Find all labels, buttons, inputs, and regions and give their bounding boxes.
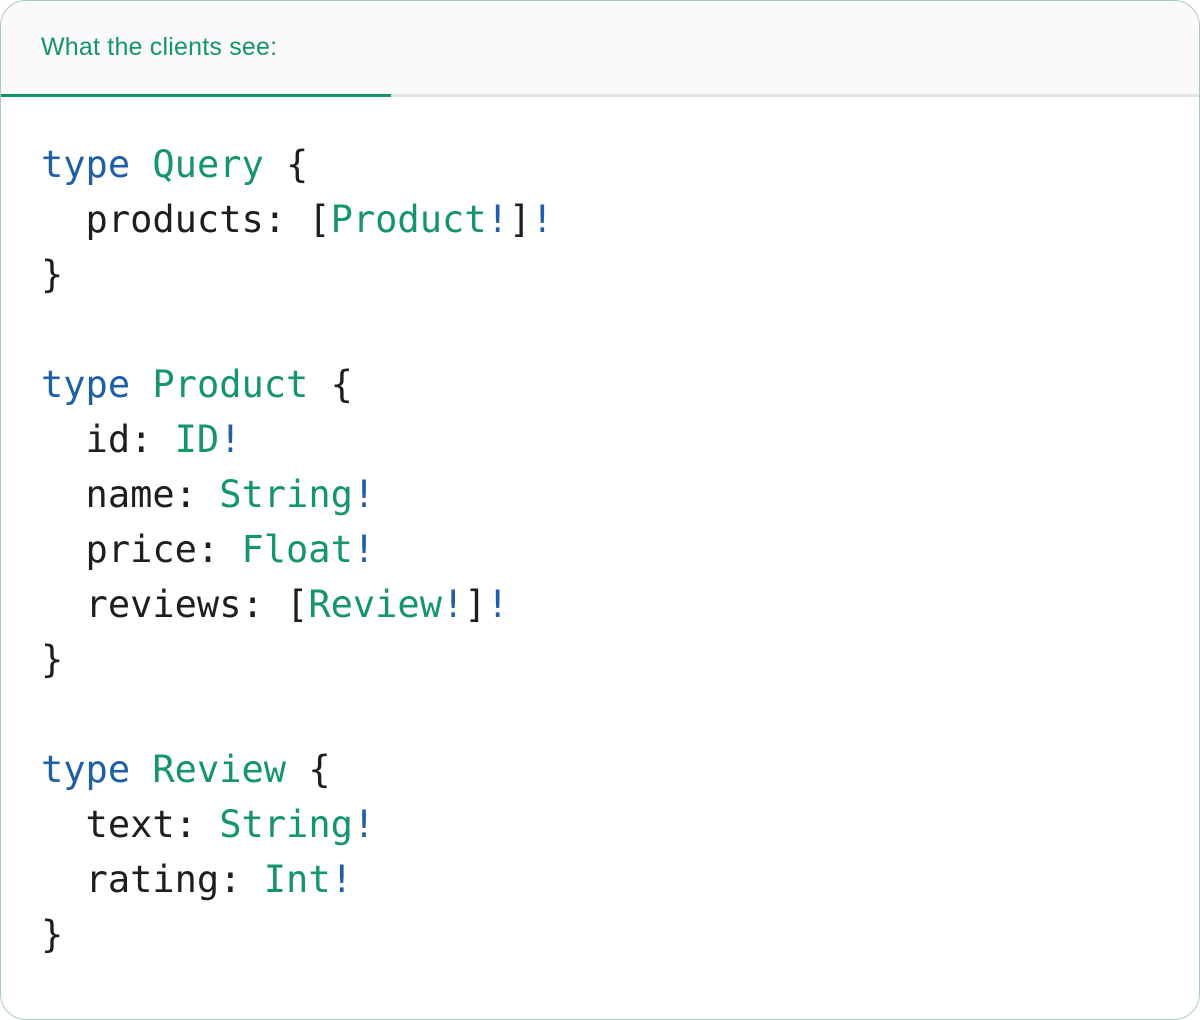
code-line: name: String! [41,467,1159,522]
code-token-plain [130,363,152,406]
panel-header: What the clients see: [1,1,1199,97]
code-line: type Review { [41,742,1159,797]
code-line: type Query { [41,137,1159,192]
code-token-bang: ! [352,473,376,516]
code-token-plain: { [308,363,353,406]
code-token-plain: ] [464,583,487,626]
code-line: text: String! [41,797,1159,852]
tab-clients-view[interactable]: What the clients see: [1,1,391,97]
code-token-bang: ! [441,583,465,626]
code-token-keyword: type [41,748,131,791]
code-token-typename: String [219,803,353,846]
code-token-typename: Product [152,363,309,406]
code-token-bang: ! [352,803,376,846]
code-token-typename: Query [152,143,264,186]
code-line: reviews: [Review!]! [41,577,1159,632]
code-token-bang: ! [531,198,554,241]
code-block-query: type Query { products: [Product!]!} [41,137,1159,302]
code-line: id: ID! [41,412,1159,467]
code-token-plain: { [263,143,309,186]
code-token-typename: Review [152,748,287,791]
code-block-review: type Review { text: String! rating: Int!… [41,742,1159,962]
tab-label: What the clients see: [41,33,278,61]
code-token-typename: String [219,473,353,516]
code-token-plain: rating: [41,858,264,901]
code-token-bang: ! [330,858,353,901]
code-token-plain: text: [41,803,220,846]
code-line: } [41,632,1159,687]
code-token-plain: id: [41,418,175,461]
code-token-plain [130,143,152,186]
code-token-plain: { [286,748,331,791]
code-token-plain: products: [ [41,198,331,241]
code-area: type Query { products: [Product!]!}type … [1,97,1199,962]
code-line: products: [Product!]! [41,192,1159,247]
code-token-keyword: type [41,143,131,186]
code-token-plain: } [41,638,64,681]
code-token-bang: ! [486,198,509,241]
code-token-bang: ! [219,418,242,461]
code-token-plain: price: [41,528,242,571]
code-token-typename: Review [308,583,442,626]
code-token-plain: ] [508,198,532,241]
code-line: price: Float! [41,522,1159,577]
code-token-bang: ! [486,583,509,626]
code-line: } [41,247,1159,302]
code-token-plain [130,748,152,791]
code-token-bang: ! [352,528,376,571]
code-token-plain: reviews: [ [41,583,309,626]
code-token-typename: Int [263,858,331,901]
code-line: rating: Int! [41,852,1159,907]
code-token-plain: name: [41,473,220,516]
code-token-plain: } [41,253,64,296]
code-token-keyword: type [41,363,131,406]
code-token-plain: } [41,913,64,956]
code-line: } [41,907,1159,962]
code-token-typename: Product [330,198,487,241]
code-token-typename: ID [174,418,220,461]
code-token-typename: Float [241,528,353,571]
code-line: type Product { [41,357,1159,412]
code-block-product: type Product { id: ID! name: String! pri… [41,357,1159,687]
